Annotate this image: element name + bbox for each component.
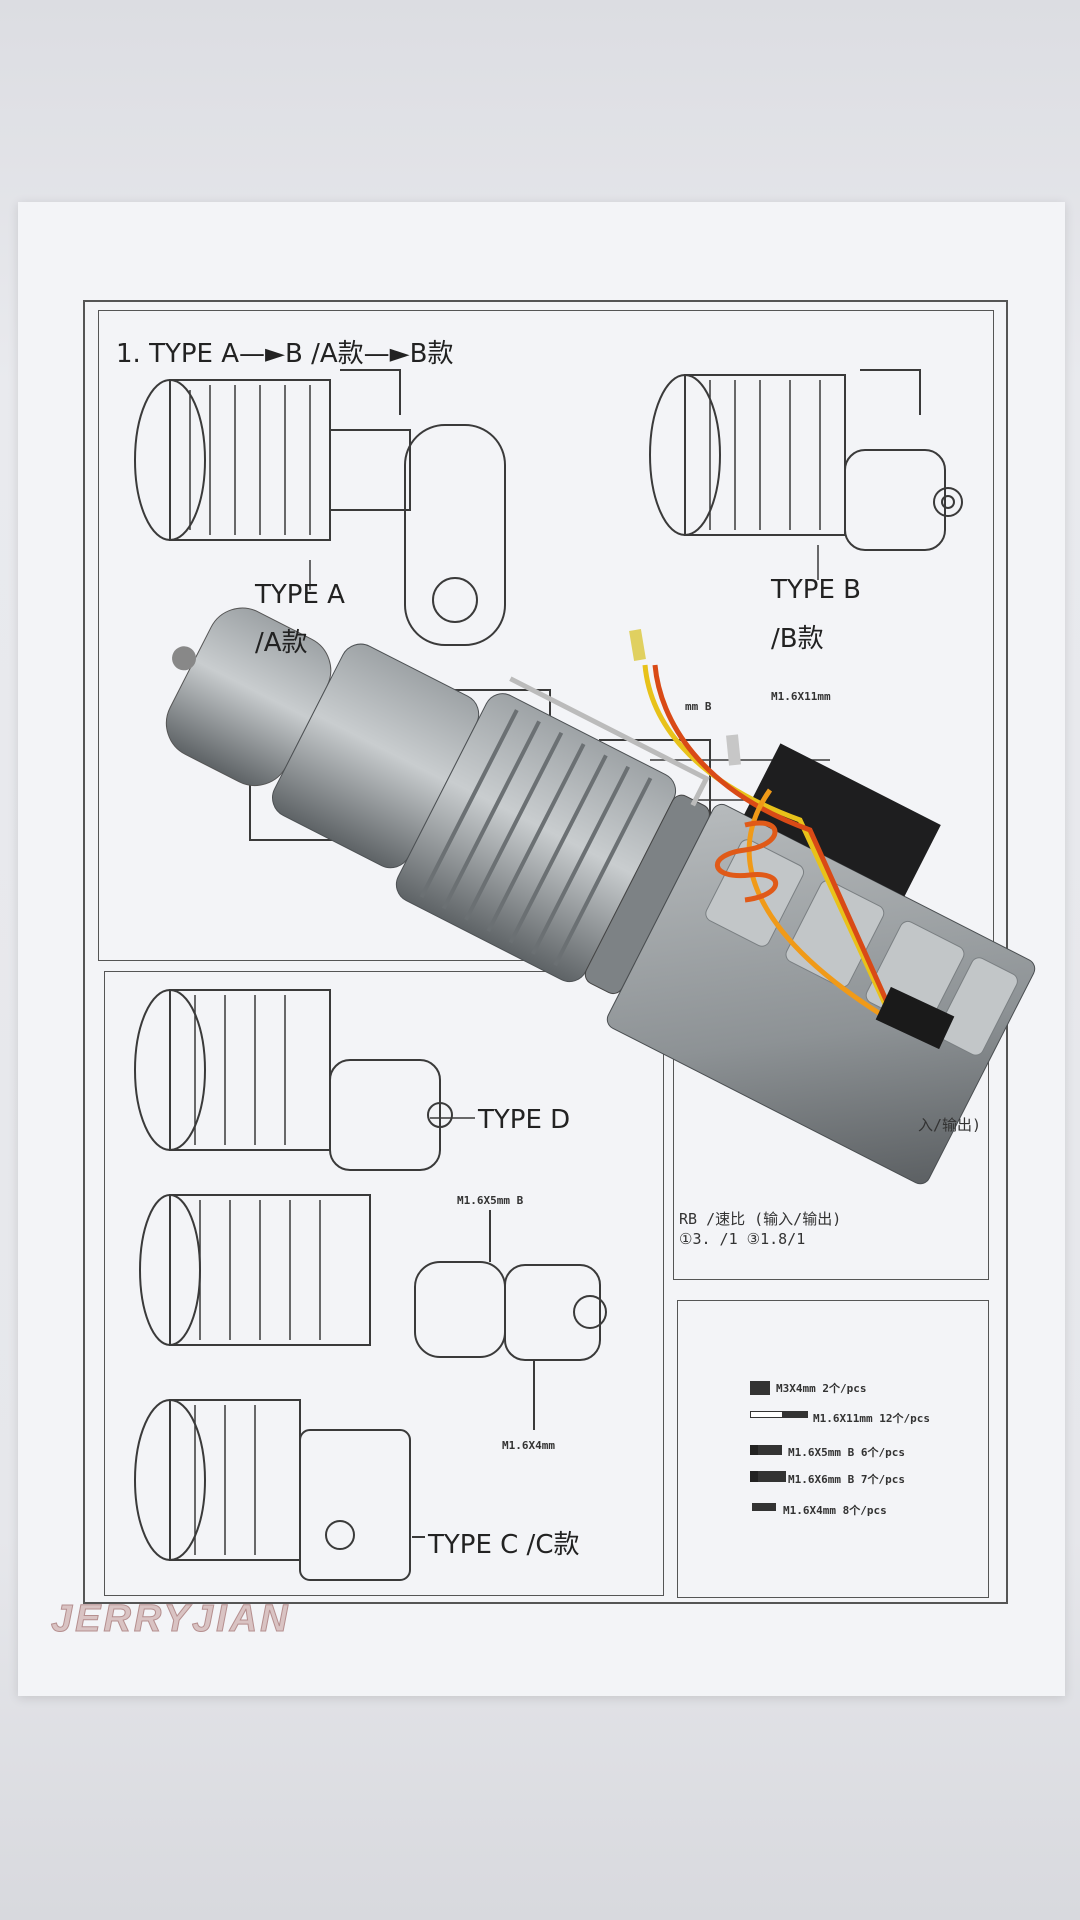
type-a-sub: /A款 (255, 628, 308, 658)
parts-item: M1.6X5mm B 6个/pcs (788, 1446, 905, 1459)
type-c-label: TYPE C /C款 (428, 1530, 580, 1560)
parts-panel (677, 1300, 989, 1598)
parts-item: M1.6X6mm B 7个/pcs (788, 1473, 905, 1486)
drawing-type-c (134, 1399, 425, 1581)
watermark: JERRYJIAN (51, 1598, 291, 1641)
section-heading: 1. TYPE A—►B /A款—►B款 (116, 339, 454, 369)
servo-connector (875, 986, 955, 1050)
type-a-label: TYPE A (255, 580, 345, 610)
callout-top-screw-b: M1.6X11mm (771, 690, 831, 703)
type-d-label: TYPE D (478, 1105, 571, 1135)
parts-item: M1.6X11mm 12个/pcs (813, 1412, 930, 1425)
drawing-type-d (134, 989, 453, 1171)
type-b-label: TYPE B (771, 575, 861, 605)
type-b-sub: /B款 (771, 624, 824, 654)
screw-b-icon (750, 1445, 782, 1455)
long-screw-icon (750, 1411, 808, 1418)
servo-wires (629, 629, 898, 1023)
ratio-line-3: ①3. /1 ③1.8/1 (677, 1230, 808, 1248)
parts-item: M1.6X4mm 8个/pcs (783, 1504, 887, 1517)
screw-b-icon (750, 1471, 786, 1482)
drawing-exploded-bottom (139, 1194, 607, 1430)
drawing-type-b (649, 369, 963, 551)
end-gear-housing (165, 607, 332, 787)
bottom-left-panel (104, 971, 664, 1596)
ratio-line-1: 入/输出) (918, 1116, 982, 1134)
ratio-line-2: RB /速比 (输入/输出) (677, 1208, 844, 1229)
callout-low-screw: M1.6X4mm (502, 1439, 555, 1452)
callout-top-screw-a: mm B (685, 700, 712, 713)
short-screw-icon (752, 1503, 776, 1511)
block-nut-icon (750, 1381, 770, 1395)
drawing-callout-lines (309, 545, 819, 1119)
parts-item: M3X4mm 2个/pcs (776, 1382, 867, 1395)
callout-mid-screw: M1.6X5mm B (457, 1194, 524, 1207)
gearbox-cylinder (272, 643, 710, 995)
drawing-type-a (134, 369, 506, 646)
